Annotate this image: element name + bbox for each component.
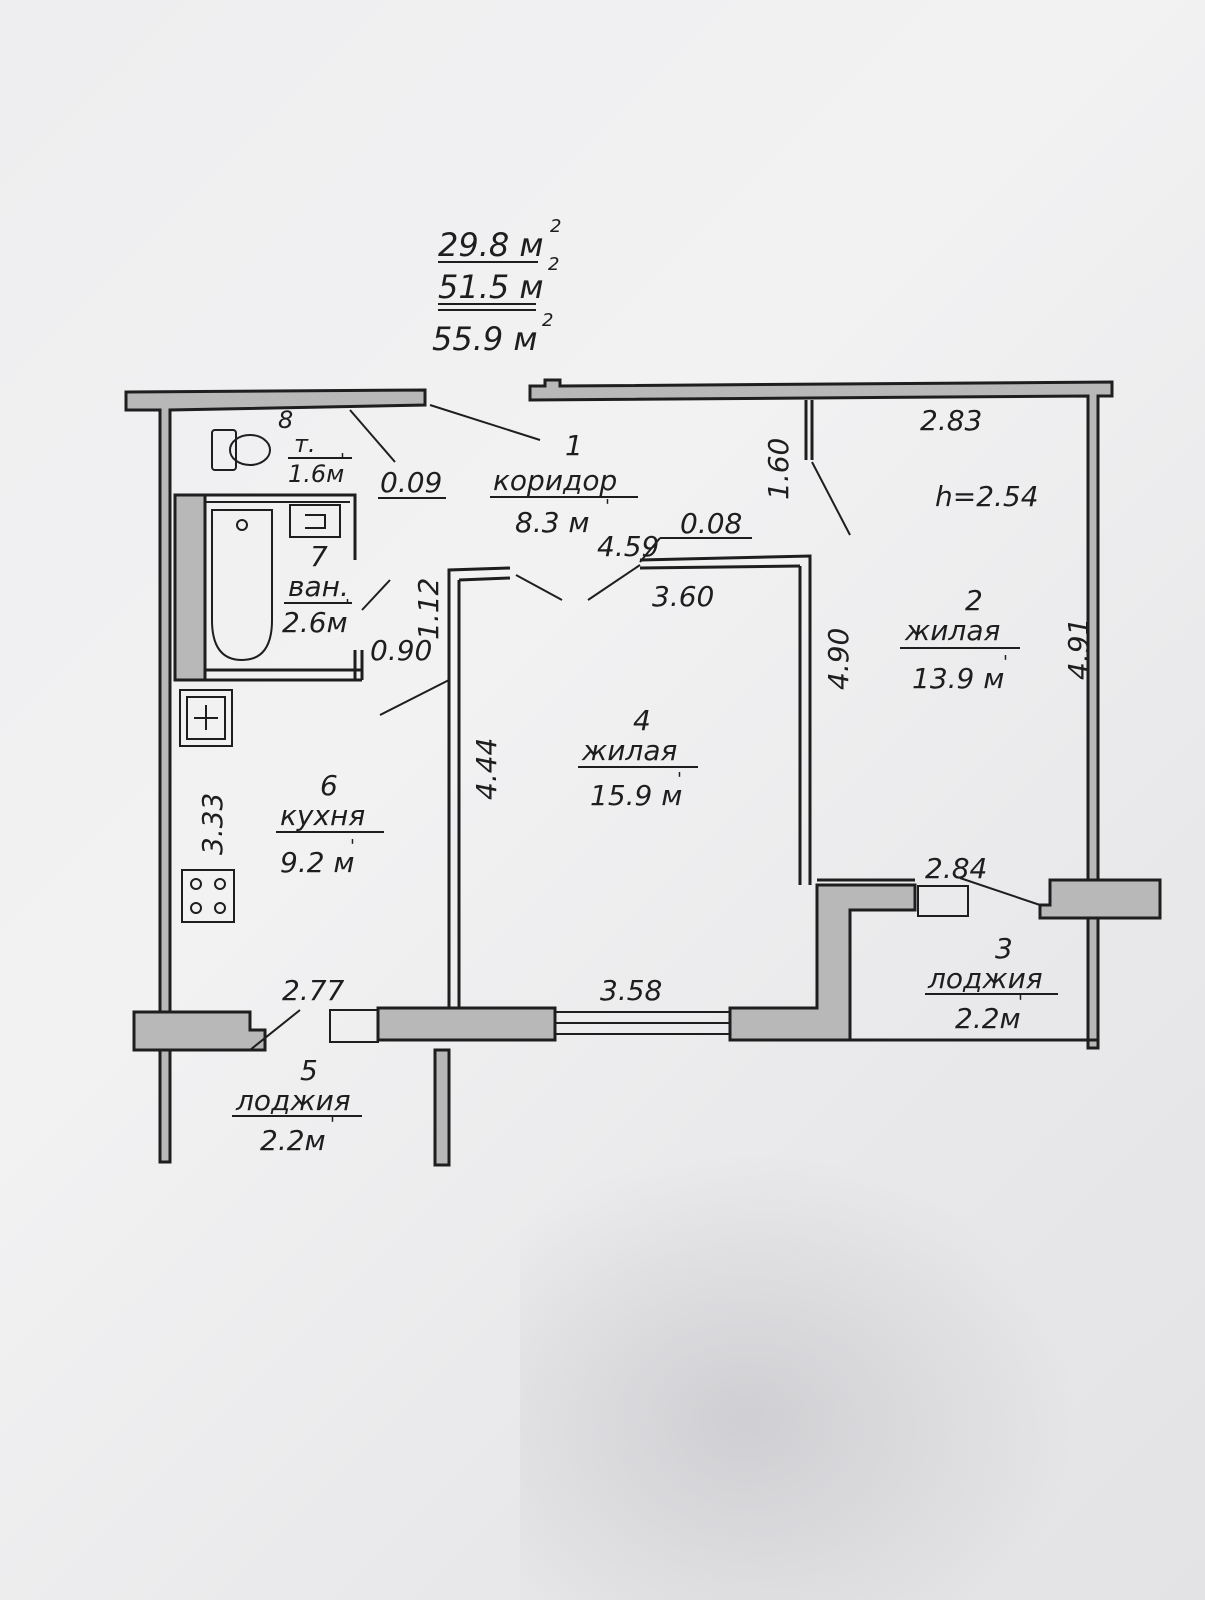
bottom-wall <box>376 1006 557 1042</box>
dim-1-60: 1.60 <box>762 438 795 500</box>
room6-area: 9.2 м <box>280 846 355 879</box>
dim-3-33: 3.33 <box>196 793 229 855</box>
dimension-labels: 0.09 4.59 0.08 2.83 3.60 0.90 2.84 2.77 … <box>196 404 1095 1007</box>
bottom-wall-right <box>728 883 917 1042</box>
stove-icon <box>181 869 235 923</box>
interior-walls <box>205 400 1098 1042</box>
dim-4-91: 4.91 <box>1062 618 1095 680</box>
window-kitchen <box>329 1009 379 1043</box>
svg-text:': ' <box>345 596 350 617</box>
area-totals: 29.8 м 2 51.5 м 2 55.9 м 2 <box>432 216 561 358</box>
total-area-with-loggias: 55.9 м <box>432 320 538 358</box>
doors <box>249 404 1041 1051</box>
loggia-wall-left <box>433 1048 451 1167</box>
loggia-slab-right <box>1038 878 1162 920</box>
room3-area: 2.2м <box>955 1002 1021 1035</box>
dim-4-59: 4.59 <box>597 530 659 563</box>
room2-name: жилая <box>904 614 1000 647</box>
room3-number: 3 <box>995 932 1013 965</box>
window-room2 <box>917 885 969 917</box>
room5-number: 5 <box>300 1054 318 1087</box>
room1-number: 1 <box>565 429 583 462</box>
walls <box>124 378 1162 1167</box>
paper-shadow <box>520 1150 1080 1600</box>
dim-0-09: 0.09 <box>380 466 442 499</box>
room-labels: 1 коридор 8.3 м 2 жилая 13.9 м 3 лоджия … <box>232 406 1058 1157</box>
bathtub-icon <box>211 509 273 662</box>
loggia-slab-left <box>132 1010 267 1052</box>
total-area: 51.5 м <box>438 268 544 306</box>
ceiling-height: h=2.54 <box>935 480 1039 513</box>
total-living-area: 29.8 м <box>438 226 544 264</box>
room7-name: ван. <box>288 570 349 603</box>
room6-name: кухня <box>280 799 365 832</box>
dim-0-08: 0.08 <box>680 507 742 540</box>
room8-number: 8 <box>278 406 293 434</box>
room7-number: 7 <box>310 540 328 573</box>
svg-text:': ' <box>340 450 345 471</box>
room1-area: 8.3 м <box>515 506 590 539</box>
room5-name: лоджия <box>235 1084 351 1117</box>
room5-area: 2.2м <box>260 1124 326 1157</box>
room4-number: 4 <box>633 704 651 737</box>
dim-3-58: 3.58 <box>600 974 662 1007</box>
room4-area: 15.9 м <box>590 779 682 812</box>
svg-text:': ' <box>350 836 355 857</box>
room8-area: 1.6м <box>288 460 344 488</box>
svg-text:': ' <box>1018 992 1023 1013</box>
sink-kitchen-icon <box>179 689 233 747</box>
area-superscripts: ' ' ' ' ' ' ' ' <box>330 450 1023 1135</box>
room8-name: т. <box>294 430 316 458</box>
dim-3-60: 3.60 <box>652 580 714 613</box>
fixtures <box>179 429 341 923</box>
svg-text:': ' <box>330 1114 335 1135</box>
room7-area: 2.6м <box>282 606 348 639</box>
svg-text:': ' <box>605 496 610 517</box>
room2-number: 2 <box>965 584 983 617</box>
svg-text:2: 2 <box>542 310 553 331</box>
svg-text:2: 2 <box>548 254 559 275</box>
room4-wall-left <box>447 566 511 1008</box>
top-wall-right <box>528 378 1114 1050</box>
svg-text:': ' <box>677 769 682 790</box>
svg-text:': ' <box>1003 652 1008 673</box>
dim-4-90: 4.90 <box>822 628 855 690</box>
room1-name: коридор <box>493 464 617 497</box>
room4-name: жилая <box>581 734 677 767</box>
room6-number: 6 <box>320 769 338 802</box>
dim-0-90: 0.90 <box>370 634 432 667</box>
dim-2-84: 2.84 <box>925 852 987 885</box>
bath-partition <box>205 493 357 560</box>
dim-2-83: 2.83 <box>920 404 982 437</box>
top-wall-left <box>124 388 427 1164</box>
room3-name: лоджия <box>927 962 1043 995</box>
dim-1-12: 1.12 <box>412 578 445 640</box>
sink-icon <box>289 504 341 538</box>
dim-2-77: 2.77 <box>282 974 345 1007</box>
bath-wall <box>173 493 207 682</box>
dim-4-44: 4.44 <box>470 738 503 800</box>
room4-wall-top-right <box>639 554 812 885</box>
svg-text:2: 2 <box>550 216 561 237</box>
toilet-icon <box>211 429 271 471</box>
room2-area: 13.9 м <box>912 662 1004 695</box>
